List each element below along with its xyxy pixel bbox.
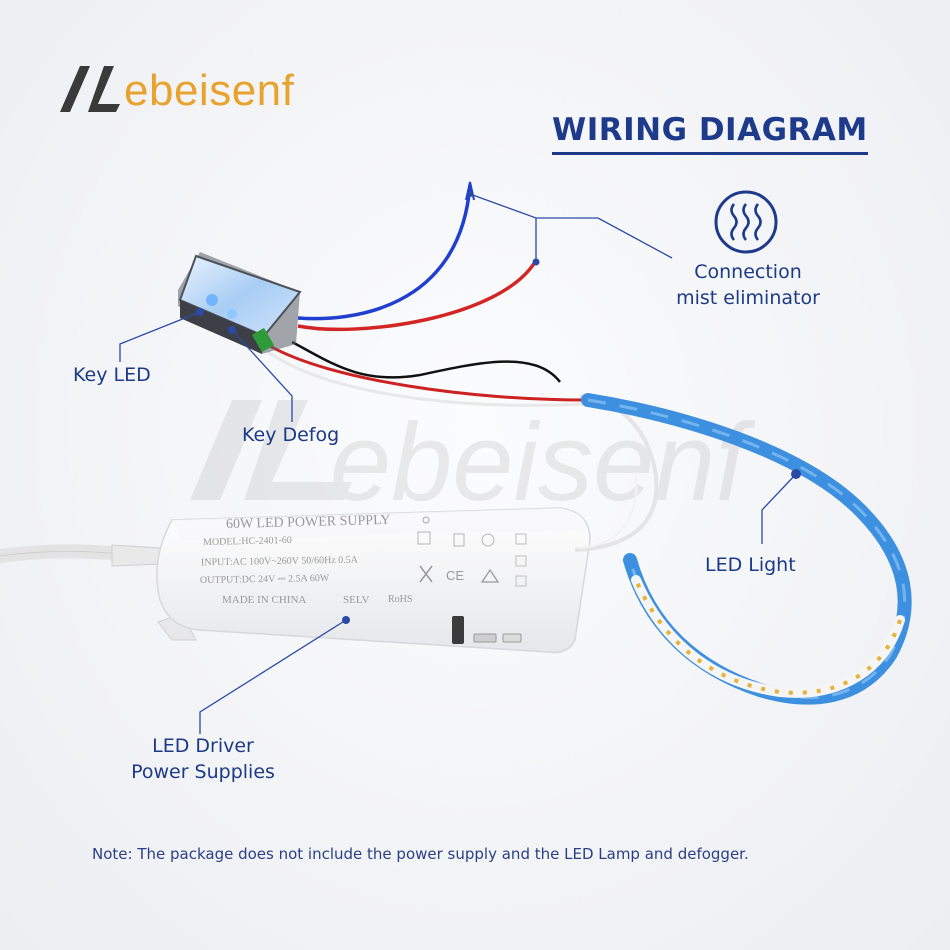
- label-connection-line2: mist eliminator: [676, 287, 820, 309]
- label-connection-line1: Connection: [694, 261, 802, 283]
- label-led-light: LED Light: [705, 554, 796, 576]
- psu-ce-mark: CE: [446, 568, 465, 583]
- steam-waves-icon: [714, 190, 778, 254]
- psu-selv: SELV: [343, 594, 370, 606]
- psu-origin: MADE IN CHINA: [222, 594, 307, 606]
- led-strip: [581, 393, 912, 705]
- psu-output: OUTPUT:DC 24V ⎓ 2.5A 60W: [199, 572, 330, 587]
- controller-box: [178, 252, 302, 354]
- wiring-diagram-title: WIRING DIAGRAM: [552, 112, 868, 155]
- wire-red: [297, 261, 537, 332]
- label-led-driver: LED Driver Power Supplies: [112, 733, 294, 785]
- wire-black: [291, 340, 561, 383]
- label-led-driver-line1: LED Driver: [152, 735, 254, 757]
- brand-name: ebeisenf: [124, 66, 295, 115]
- package-note: Note: The package does not include the p…: [92, 845, 749, 863]
- psu-model: MODEL:HC-2401-60: [202, 534, 293, 549]
- label-connection: Connection mist eliminator: [664, 259, 832, 311]
- callout-lines: [119, 193, 797, 734]
- power-supply-unit: [156, 507, 591, 654]
- wire-red-strip: [269, 344, 586, 402]
- label-led-driver-line2: Power Supplies: [131, 761, 275, 783]
- callout-dots: [196, 191, 801, 624]
- psu-rohs: RoHS: [388, 594, 413, 605]
- ll-logo-icon: [60, 66, 120, 112]
- label-key-led: Key LED: [73, 364, 151, 386]
- wire-white: [267, 350, 586, 407]
- label-key-defog: Key Defog: [242, 424, 340, 446]
- mains-plug: [111, 544, 163, 567]
- wire-blue: [297, 184, 472, 321]
